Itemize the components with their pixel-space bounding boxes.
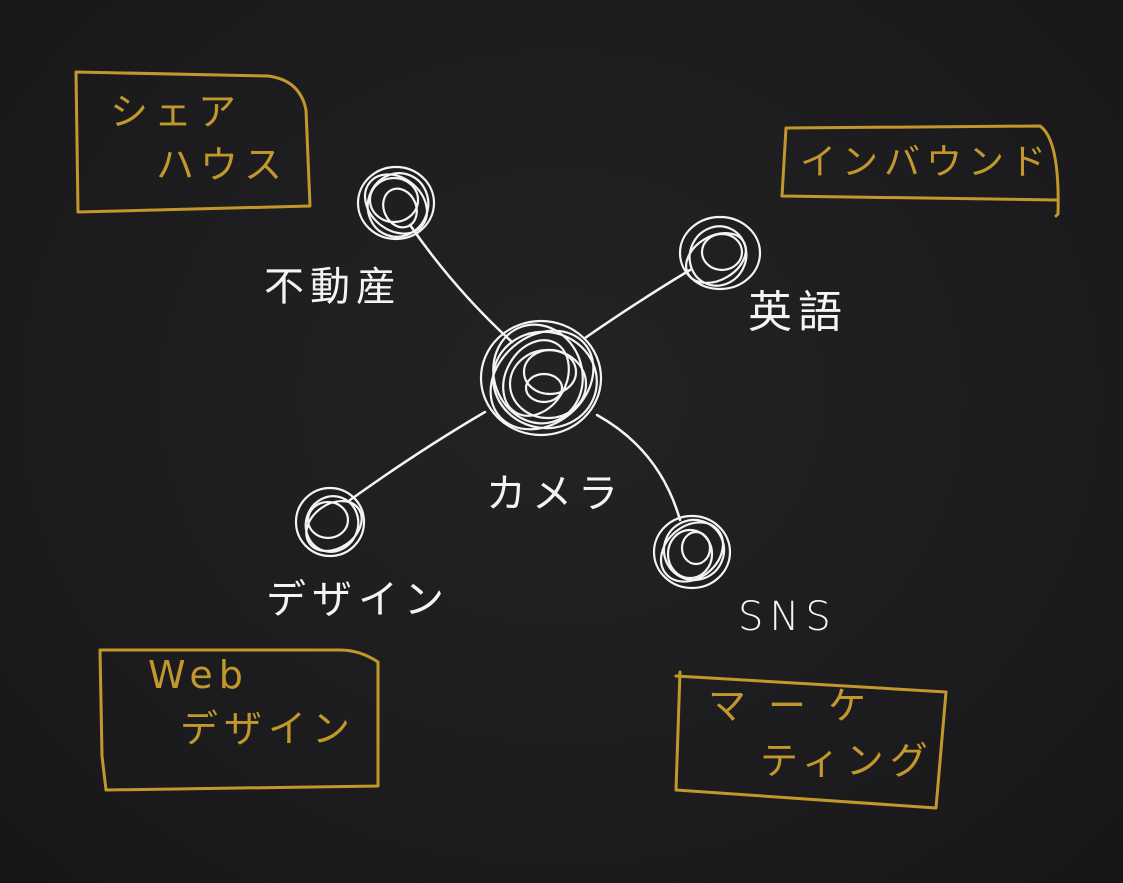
node-scribble-realestate: [356, 165, 436, 241]
box-label-webdesign-line2: デザイン: [180, 707, 357, 751]
box-label-marketing-line2: ティング: [760, 739, 934, 783]
box-label-marketing-line1: マーケ: [708, 684, 889, 728]
node-scribble-sns: [652, 514, 732, 590]
node-scribble-design: [294, 486, 366, 558]
node-scribble-english: [678, 215, 762, 291]
box-label-inbound: インバウンド: [800, 142, 1053, 183]
box-inbound: [780, 124, 1060, 218]
node-label-english: 英語: [748, 287, 848, 338]
connector-design: [348, 410, 487, 502]
connector-english: [583, 268, 692, 340]
box-label-sharehouse-line2: ハウス: [156, 143, 289, 187]
box-webdesign: [98, 648, 380, 792]
box-label-sharehouse-line1: シェア: [110, 90, 243, 134]
node-label-design: デザイン: [266, 577, 450, 623]
box-sharehouse: [74, 70, 312, 214]
node-label-realestate: 不動産: [264, 264, 402, 310]
node-label-sns: SNS: [738, 594, 837, 640]
connector-sns: [595, 413, 682, 522]
center-label: カメラ: [486, 471, 624, 517]
box-label-webdesign-line1: Web: [148, 653, 249, 697]
connector-realestate: [408, 223, 514, 344]
box-marketing: [674, 670, 948, 810]
center-scribble: [479, 319, 603, 437]
